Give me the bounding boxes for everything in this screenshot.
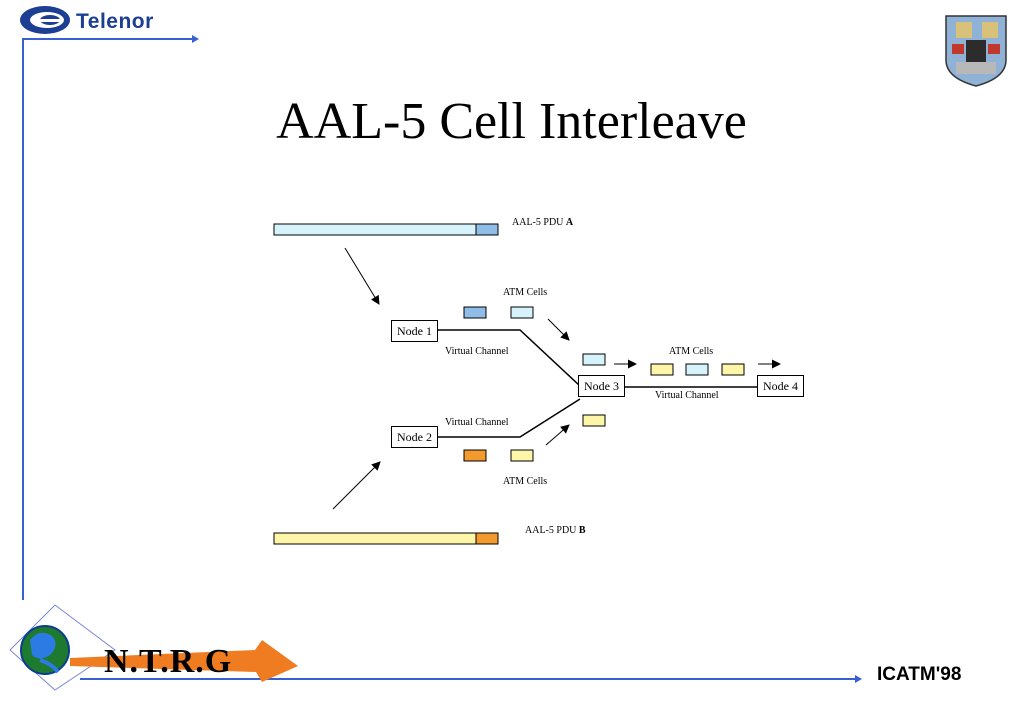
atm-cell-a — [510, 306, 534, 319]
atm-cell-out-2 — [685, 363, 709, 376]
pdu-b-bar — [273, 532, 499, 545]
arrow-pdu-a-to-node1 — [344, 247, 380, 305]
atm-cell-b-in — [582, 414, 606, 427]
crest-icon — [945, 15, 1007, 87]
arrow-pdu-b-to-node2 — [332, 461, 381, 510]
atm-cell-a-in — [582, 353, 606, 366]
atm-cells-top-label: ATM Cells — [503, 287, 548, 298]
atm-cell-out-1 — [650, 363, 674, 376]
slide-title: AAL-5 Cell Interleave — [276, 93, 747, 150]
frame-arrow-bottom — [855, 675, 862, 683]
pdu-a-bar — [273, 223, 499, 236]
icatm-logo-text: ICATM'98 — [877, 664, 962, 685]
frame-arrow-top — [192, 35, 199, 43]
telenor-logo-icon — [20, 6, 70, 34]
atm-cells-mid-label: ATM Cells — [669, 346, 714, 357]
ntrg-logo-text: N.T.R.G — [104, 643, 233, 680]
node-4: Node 4 — [757, 375, 804, 397]
telenor-brand-text: Telenor — [76, 10, 154, 33]
atm-cell-out-3 — [721, 363, 745, 376]
vc-right-label: Virtual Channel — [655, 390, 719, 401]
vc-line-node1-node3 — [438, 329, 581, 387]
pdu-b-trailer — [475, 532, 499, 545]
arrow-cells-a — [547, 318, 570, 341]
atm-cell-b-trailer — [463, 449, 487, 462]
node-2: Node 2 — [391, 426, 438, 448]
vc-line-node2-node3 — [438, 398, 581, 438]
vc-top-label: Virtual Channel — [445, 346, 509, 357]
pdu-b-label: AAL-5 PDU B — [525, 525, 586, 536]
atm-cell-b — [510, 449, 534, 462]
node-1: Node 1 — [391, 320, 438, 342]
atm-cell-a-trailer — [463, 306, 487, 319]
ntrg-arrow-icon — [70, 640, 298, 682]
vc-bottom-label: Virtual Channel — [445, 417, 509, 428]
atm-cells-bottom-label: ATM Cells — [503, 476, 548, 487]
pdu-a-label: AAL-5 PDU A — [512, 217, 574, 228]
node-3: Node 3 — [578, 375, 625, 397]
ntrg-globe-icon — [9, 604, 116, 691]
pdu-a-trailer — [475, 223, 499, 236]
arrow-cells-b — [545, 424, 570, 446]
